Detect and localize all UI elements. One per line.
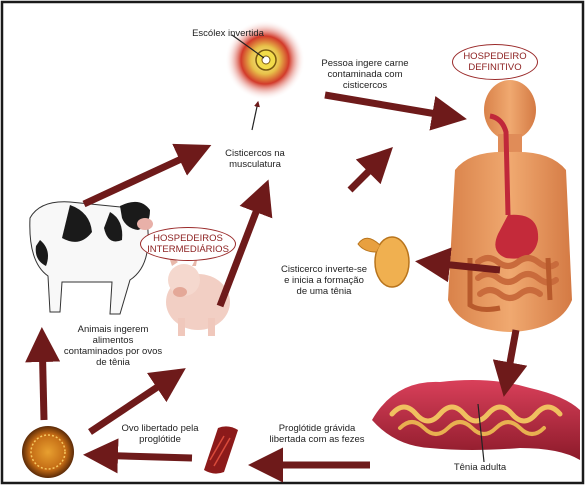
label-proglotide: Proglótide grávida libertada com as feze…: [252, 423, 382, 445]
egg-illustration: [22, 426, 74, 478]
label-ovo-line1: Ovo libertado pela: [110, 423, 210, 434]
label-cisticerco-inverte: Cisticerco inverte-se e inicia a formaçã…: [268, 264, 380, 297]
label-hosp-int-line2: INTERMEDIÁRIOS: [147, 244, 229, 255]
label-animais-line2: alimentos: [48, 335, 178, 346]
label-escolex: Escólex invertida: [178, 28, 278, 39]
oval-hospedeiro-definitivo: HOSPEDEIRO DEFINITIVO: [452, 44, 538, 80]
label-cisticercos-line2: musculatura: [205, 159, 305, 170]
label-cisticercos-line1: Cisticercos na: [205, 148, 305, 159]
label-animais-line1: Animais ingerem: [48, 324, 178, 335]
label-cisticerco-line1: Cisticerco inverte-se: [268, 264, 380, 275]
label-cisticerco-line2: e inicia a formação: [268, 275, 380, 286]
scolex-pointer-arrow: [252, 102, 258, 130]
label-animais-line3: contaminados por ovos: [48, 346, 178, 357]
human-body-illustration: [448, 80, 572, 332]
label-animais-ingerem: Animais ingerem alimentos contaminados p…: [48, 324, 178, 368]
label-hosp-def-line2: DEFINITIVO: [468, 62, 521, 73]
label-ovo-line2: proglótide: [110, 434, 210, 445]
label-hosp-int-line1: HOSPEDEIROS: [153, 233, 223, 244]
label-pessoa-line1: Pessoa ingere carne: [300, 58, 430, 69]
label-cisticercos: Cisticercos na musculatura: [205, 148, 305, 170]
oval-hospedeiros-intermediarios: HOSPEDEIROS INTERMEDIÁRIOS: [140, 227, 236, 261]
label-pessoa-line3: cisticercos: [300, 80, 430, 91]
label-cisticerco-line3: de uma tênia: [268, 286, 380, 297]
label-proglotide-line2: libertada com as fezes: [252, 434, 382, 445]
label-proglotide-line1: Proglótide grávida: [252, 423, 382, 434]
cow-illustration: [30, 202, 153, 314]
label-animais-line4: de tênia: [48, 357, 178, 368]
label-pessoa-line2: contaminada com: [300, 69, 430, 80]
label-pessoa-ingere: Pessoa ingere carne contaminada com cist…: [300, 58, 430, 91]
label-hosp-def-line1: HOSPEDEIRO: [463, 51, 526, 62]
label-tenia-adulta: Tênia adulta: [432, 462, 528, 473]
label-ovo-libertado: Ovo libertado pela proglótide: [110, 423, 210, 445]
intestine-illustration: [372, 380, 580, 462]
